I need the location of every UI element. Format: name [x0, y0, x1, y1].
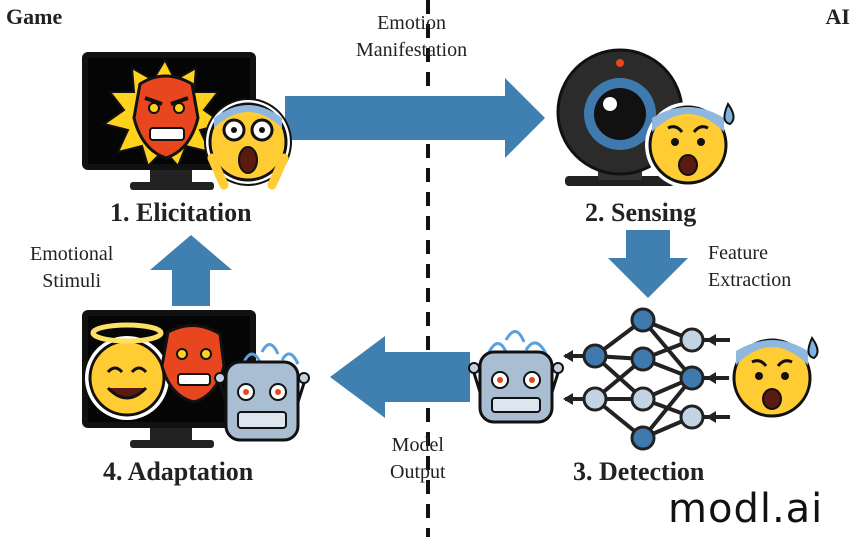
robot-adaptation-icon — [214, 343, 310, 442]
anxious-emoji-icon — [645, 101, 735, 188]
label-emotion-manifestation: Emotion Manifestation — [356, 10, 467, 64]
brand-logo: modl.ai — [668, 486, 824, 532]
network-arrowheads — [563, 334, 716, 423]
step-elicitation: 1. Elicitation — [110, 198, 252, 227]
arrow-emotional-stimuli — [150, 235, 232, 306]
oni-mask-adaptation-icon — [160, 324, 226, 404]
label-manifestation: Manifestation — [356, 39, 468, 61]
arrow-model-output — [330, 336, 470, 418]
step-adaptation: 4. Adaptation — [103, 457, 254, 486]
network-nodes — [582, 307, 705, 451]
webcam-icon — [556, 48, 684, 186]
label-extraction: Extraction — [708, 269, 792, 291]
step-sensing: 2. Sensing — [585, 198, 697, 227]
side-label-ai: AI — [825, 4, 850, 29]
label-model-output: Model Output — [390, 432, 446, 486]
anxious-emoji-input-icon — [729, 335, 819, 421]
arrow-feature-extraction — [608, 230, 688, 298]
arrow-emotion-manifestation — [285, 78, 545, 158]
label-model: Model — [391, 434, 444, 456]
screaming-emoji-icon — [204, 98, 292, 190]
label-emotion: Emotion — [377, 12, 446, 34]
robot-icon — [468, 330, 564, 424]
label-feature-extraction: Feature Extraction — [708, 240, 791, 294]
label-emotional-stimuli: Emotional Stimuli — [30, 241, 113, 295]
label-output: Output — [390, 461, 446, 483]
oni-mask-icon — [132, 74, 200, 160]
side-label-game: Game — [6, 4, 63, 29]
label-stimuli: Stimuli — [42, 270, 102, 292]
step-detection: 3. Detection — [573, 457, 705, 486]
neural-network-icon — [565, 318, 730, 440]
halo-emoji-icon — [85, 322, 169, 420]
label-emotional: Emotional — [30, 243, 114, 265]
label-feature: Feature — [708, 242, 768, 264]
